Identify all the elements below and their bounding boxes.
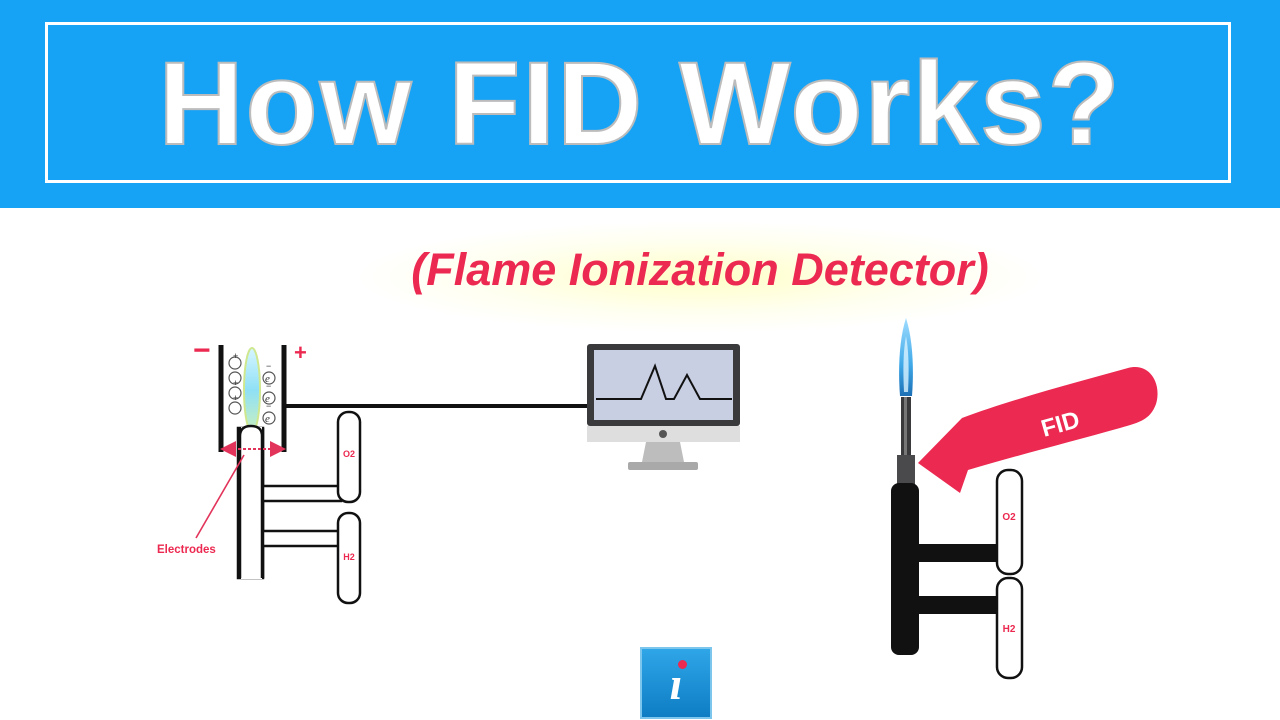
electron-minus-sign: − (266, 401, 271, 411)
h2-label: H2 (343, 552, 355, 562)
o2-label: O2 (343, 449, 355, 459)
ion-plus-sign: + (233, 393, 238, 403)
h2-cylinder-right (995, 576, 1024, 680)
electron-minus-sign: − (266, 361, 271, 371)
right-fid-device: O2 H2 FID (891, 318, 1158, 680)
monitor-icon (587, 344, 740, 470)
monitor-stand (642, 442, 684, 462)
monitor-base (628, 462, 698, 470)
detector-body (891, 483, 919, 655)
o2-feed-pipe-right (917, 544, 999, 562)
ion-plus-sign: + (233, 378, 238, 388)
info-badge[interactable]: ı (640, 647, 712, 719)
electrodes-pointer-line (195, 454, 245, 539)
electron-circle (262, 391, 276, 405)
title-banner: How FID Works? (0, 0, 1280, 208)
flame-icon (243, 347, 261, 433)
h2-cylinder (336, 511, 362, 605)
ion-circle (228, 371, 242, 385)
o2-feed-pipe (261, 484, 343, 503)
power-button-icon (659, 430, 667, 438)
ion-circle (228, 386, 242, 400)
electrodes-label: Electrodes (157, 544, 216, 556)
electron-label: e (265, 393, 270, 405)
subtitle-glow (360, 222, 1040, 332)
h2-feed-pipe (261, 529, 343, 548)
electron-circle (262, 371, 276, 385)
info-icon: ı (669, 657, 683, 709)
page-title: How FID Works? (157, 37, 1122, 171)
ion-plus-sign: + (233, 351, 238, 361)
h2-feed-pipe-right (917, 596, 999, 614)
ion-circle (228, 401, 242, 415)
chromatogram-signal (596, 363, 732, 400)
h2-label-right: H2 (1003, 624, 1016, 635)
plus-sign: + (294, 340, 307, 365)
electron-label: e (265, 413, 270, 425)
minus-sign: − (193, 334, 211, 367)
o2-cylinder (336, 410, 362, 504)
electrons: e e e − − − (262, 361, 276, 425)
monitor-screen (594, 350, 733, 420)
burner-collar (897, 455, 915, 491)
title-frame (45, 22, 1231, 183)
electron-circle (262, 411, 276, 425)
left-fid-schematic: − + + + + e e e − − − (157, 334, 592, 605)
electron-minus-sign: − (266, 381, 271, 391)
ion-circle (228, 356, 242, 370)
fid-arrow-icon (918, 366, 1158, 493)
electron-label: e (265, 373, 270, 385)
positive-ions: + + + (228, 351, 242, 415)
o2-cylinder-right (995, 468, 1024, 576)
o2-label-right: O2 (1002, 512, 1016, 523)
info-icon-dot (678, 660, 687, 669)
subtitle: (Flame Ionization Detector) (411, 244, 989, 295)
